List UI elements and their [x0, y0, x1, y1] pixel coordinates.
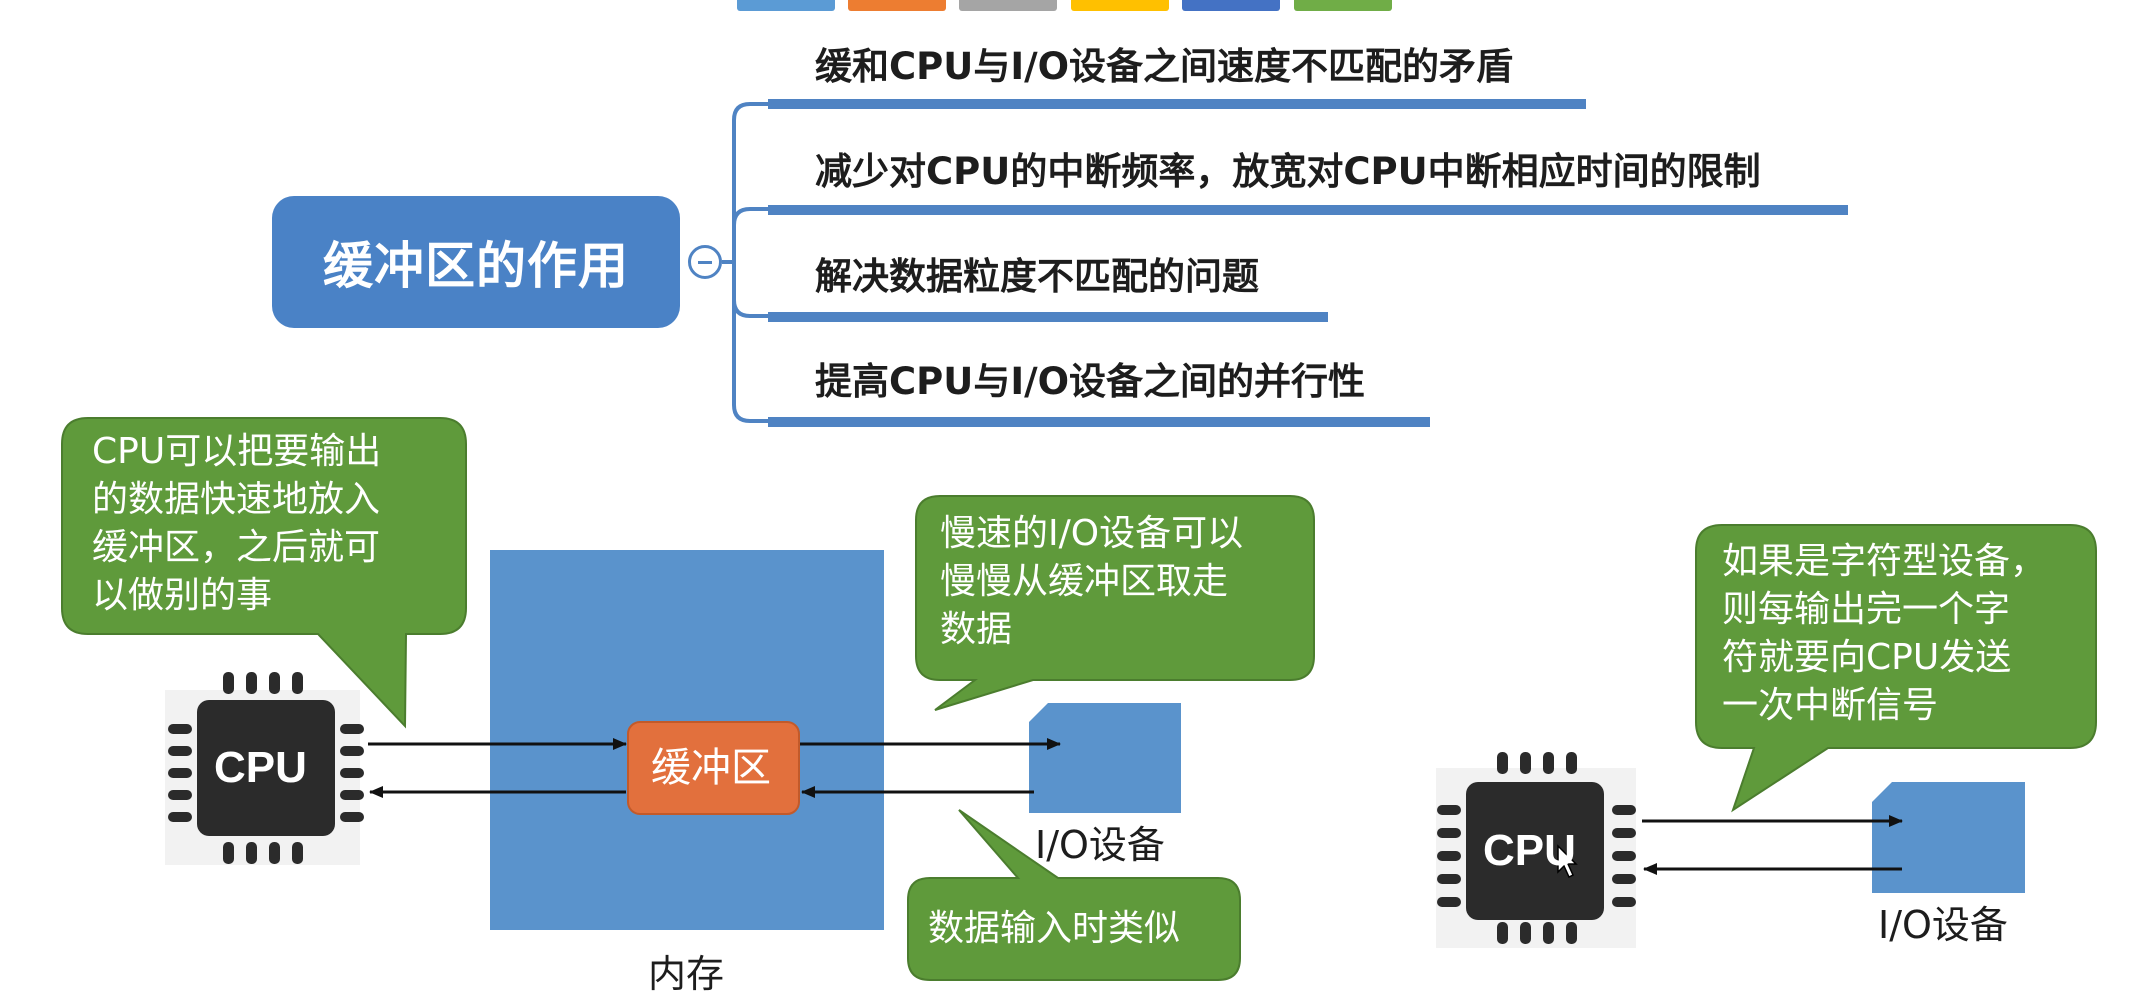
callout-char-line: 一次中断信号	[1722, 685, 1939, 726]
memory-label: 内存	[648, 952, 725, 996]
callout-cpu-line: 缓冲区，之后就可	[92, 527, 381, 568]
callout-device-line: 数据	[940, 609, 1013, 650]
swatch-gold[interactable]	[1071, 0, 1169, 11]
io-device-right	[1872, 782, 2025, 893]
branch-2-text[interactable]: 减少对CPU的中断频率，放宽对CPU中断相应时间的限制	[815, 150, 1761, 193]
callout-cpu-line: 的数据快速地放入	[92, 479, 381, 520]
device-label-right: I/O设备	[1878, 903, 2008, 947]
callout-char-text: 如果是字符型设备， 则每输出完一个字 符就要向CPU发送 一次中断信号	[1722, 538, 2046, 730]
cpu-chip-icon	[1436, 752, 1636, 948]
cpu-label-left: CPU	[214, 743, 307, 792]
callout-device-line: 慢速的I/O设备可以	[940, 513, 1244, 554]
swatch-darkblue[interactable]	[1182, 0, 1280, 11]
swatch-green[interactable]	[1294, 0, 1392, 11]
buffer-block	[627, 721, 800, 815]
callout-char-line: 符就要向CPU发送	[1722, 637, 2012, 678]
io-device-left	[1029, 703, 1181, 813]
cpu-chip-icon	[165, 672, 364, 865]
callout-char-bubble	[1695, 524, 2097, 813]
callout-input-text: 数据输入时类似	[928, 908, 1181, 949]
branch-1-underline	[768, 99, 1586, 109]
callout-device-line: 慢慢从缓冲区取走	[940, 561, 1229, 602]
cpu-label-right: CPU	[1483, 826, 1576, 875]
buffer-label: 缓冲区	[651, 745, 771, 791]
mindmap-root[interactable]: 缓冲区的作用	[272, 196, 680, 328]
collapse-icon[interactable]	[688, 245, 722, 279]
callout-device-text: 慢速的I/O设备可以 慢慢从缓冲区取走 数据	[940, 510, 1243, 654]
branch-4-text[interactable]: 提高CPU与I/O设备之间的并行性	[815, 360, 1366, 403]
callout-cpu-line: 以做别的事	[92, 575, 273, 616]
swatch-blue[interactable]	[737, 0, 835, 11]
callout-input-bubble	[907, 809, 1241, 981]
callout-cpu-line: CPU可以把要输出	[92, 431, 382, 472]
swatch-orange[interactable]	[848, 0, 946, 11]
callout-cpu-bubble	[61, 417, 467, 729]
device-label-left: I/O设备	[1035, 823, 1165, 867]
branch-1-text[interactable]: 缓和CPU与I/O设备之间速度不匹配的矛盾	[815, 45, 1514, 88]
callout-cpu-text: CPU可以把要输出 的数据快速地放入 缓冲区，之后就可 以做别的事	[92, 428, 381, 620]
branch-3-underline	[768, 312, 1328, 322]
callout-char-line: 如果是字符型设备，	[1722, 541, 2047, 582]
branch-3-text[interactable]: 解决数据粒度不匹配的问题	[815, 255, 1259, 298]
callout-char-line: 则每输出完一个字	[1722, 589, 2011, 630]
swatch-gray[interactable]	[959, 0, 1057, 11]
branch-4-underline	[768, 417, 1430, 427]
branch-2-underline	[768, 205, 1848, 215]
callout-device-bubble	[915, 495, 1315, 711]
mouse-cursor-icon	[1557, 844, 1578, 879]
